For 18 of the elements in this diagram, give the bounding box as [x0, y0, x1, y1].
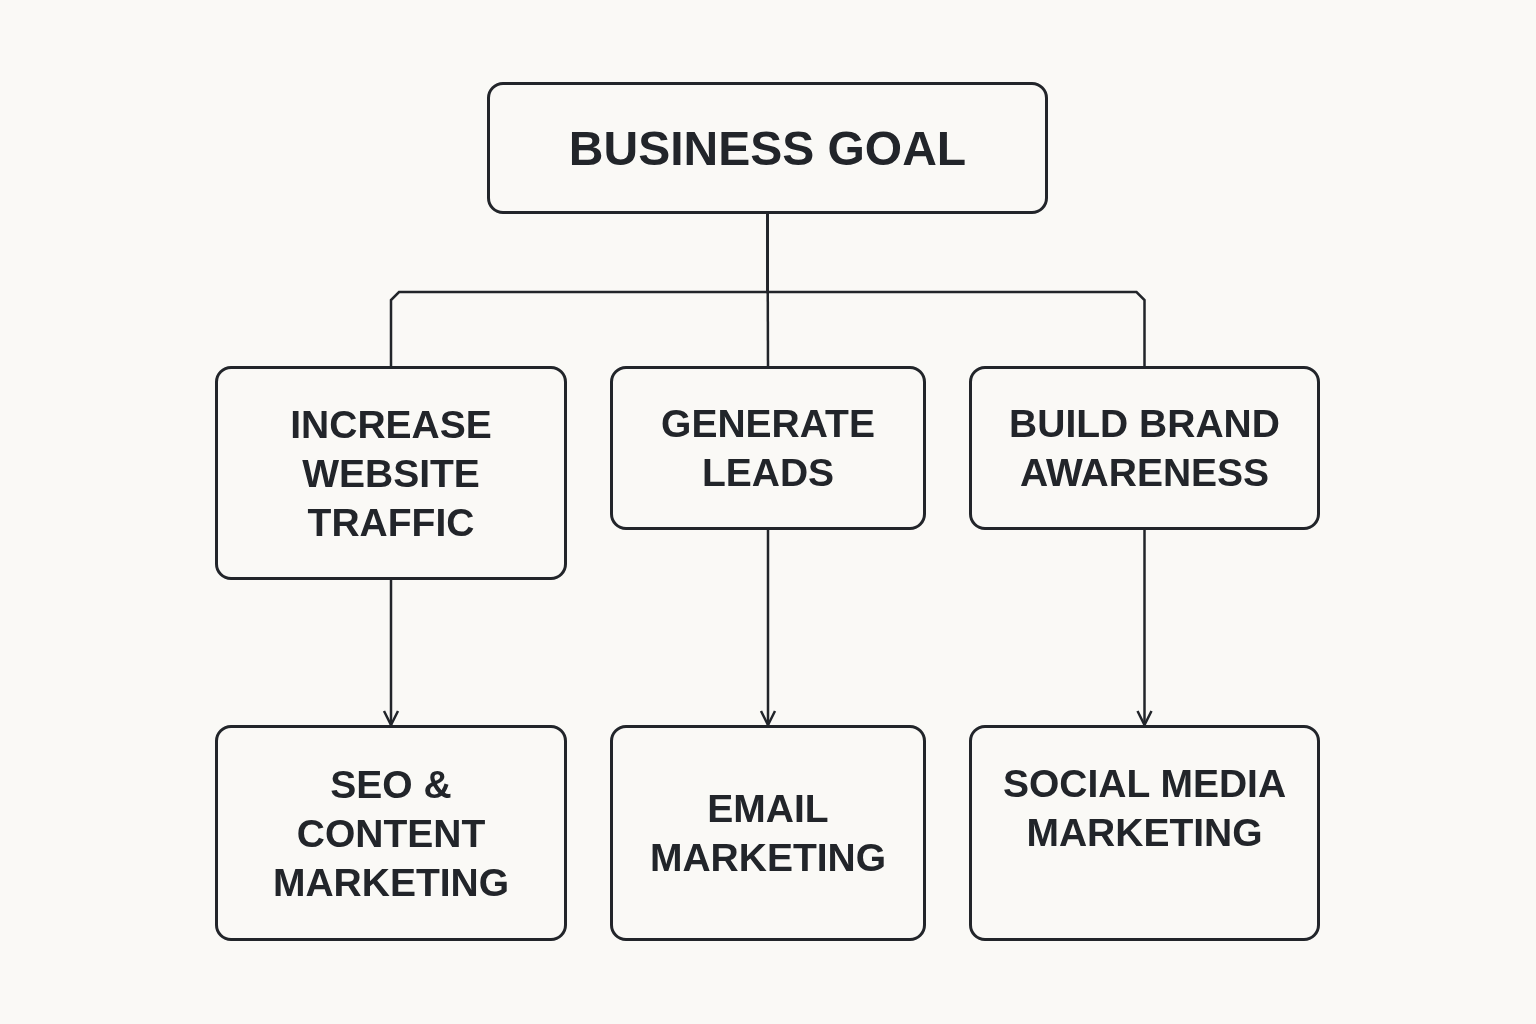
box-label: GENERATE LEADS	[660, 401, 876, 496]
process-box	[215, 366, 567, 580]
process-box	[610, 725, 926, 941]
process-box	[215, 725, 567, 941]
arrow	[1136, 530, 1153, 727]
arrow	[382, 580, 400, 727]
connector-line	[766, 214, 1146, 366]
process-box	[969, 366, 1320, 530]
box-label: EMAIL MARKETING	[648, 786, 888, 881]
box-label: BUSINESS GOAL	[568, 123, 967, 173]
box-label: INCREASE WEBSITE TRAFFIC	[289, 401, 493, 546]
process-box	[487, 82, 1048, 214]
box-label: BUILD BRAND AWARENESS	[1008, 401, 1281, 496]
arrow	[759, 530, 777, 727]
process-box	[610, 366, 926, 530]
process-box	[969, 725, 1320, 941]
box-label: SOCIAL MEDIA MARKETING	[1001, 761, 1288, 856]
box-label: SEO & CONTENT MARKETING	[271, 761, 511, 906]
